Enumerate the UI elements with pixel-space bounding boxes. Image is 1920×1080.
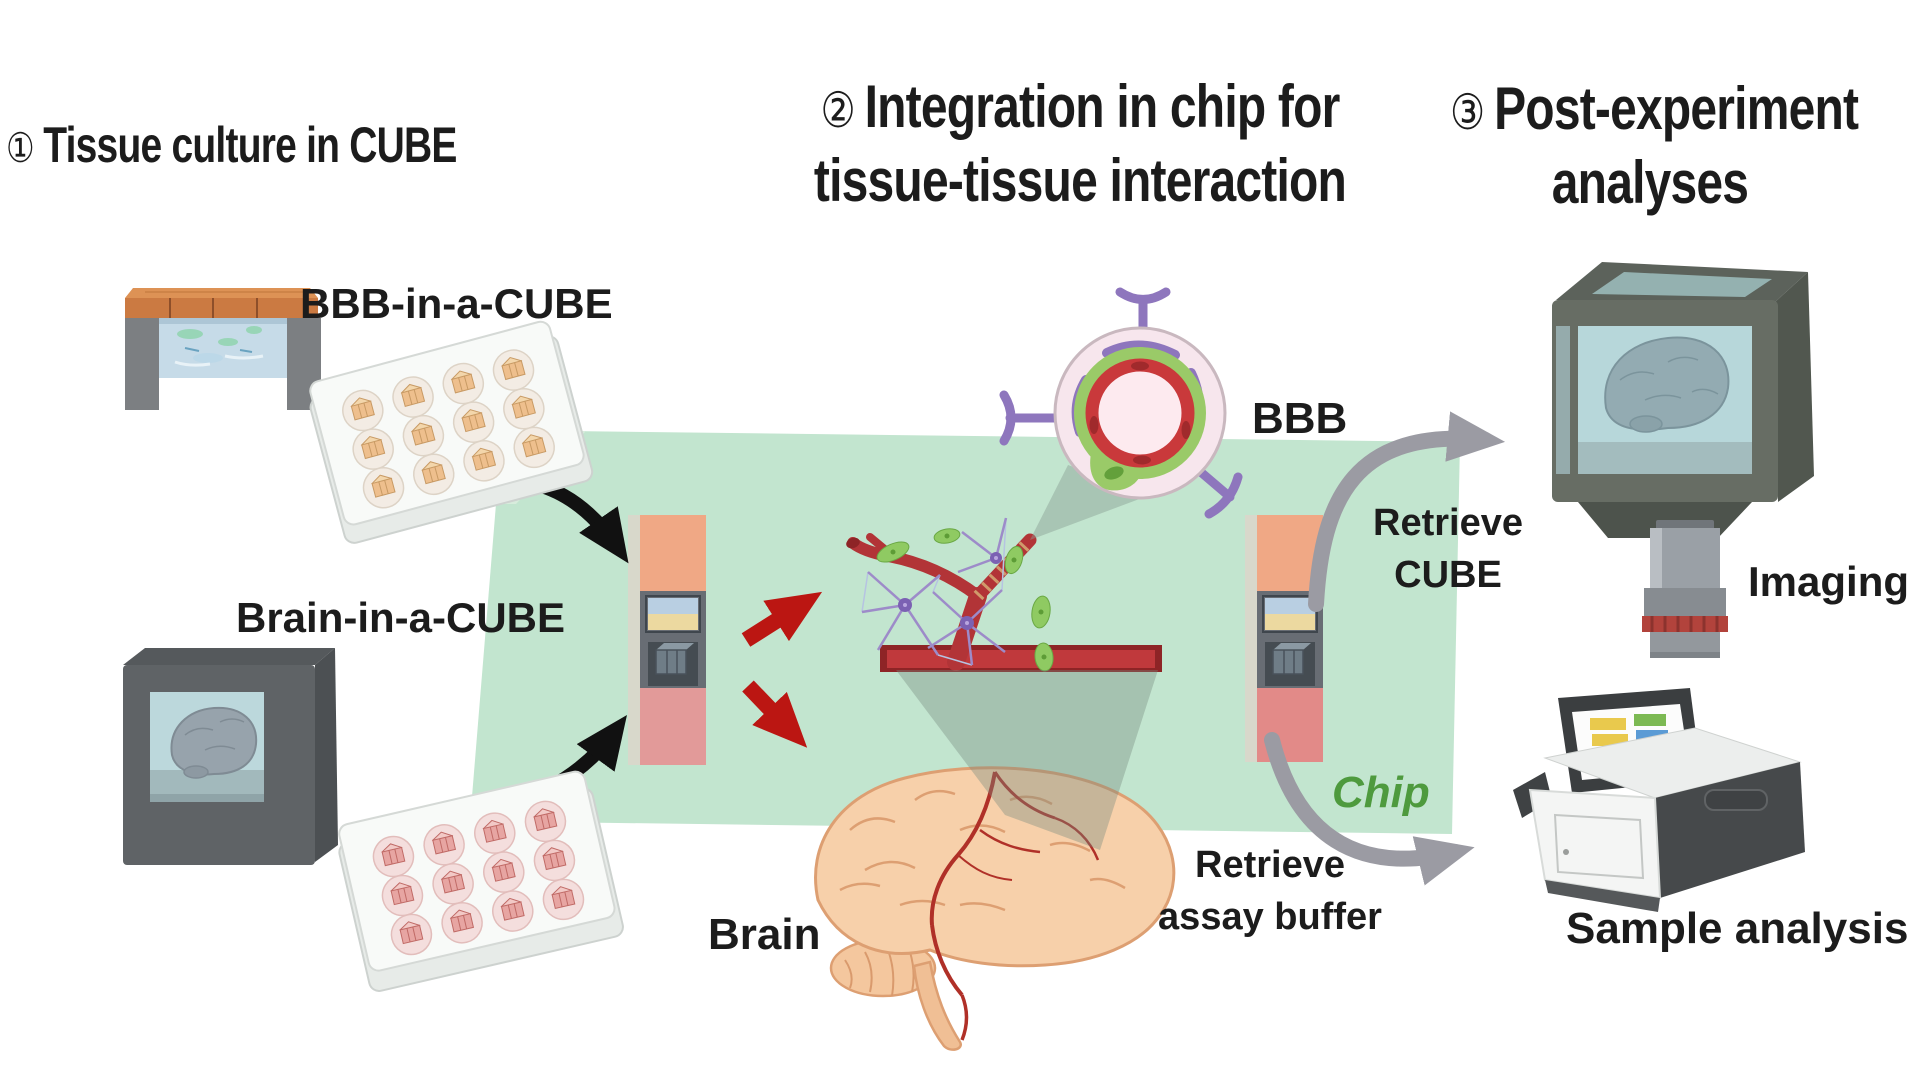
retrieve-cube-label-line1: Retrieve (1373, 502, 1523, 544)
brain-gyri-icon (839, 789, 1126, 912)
retrieve-buffer-label-line1: Retrieve (1195, 844, 1345, 886)
neurite-web-icon (861, 517, 1007, 666)
imaging-label: Imaging (1748, 558, 1910, 605)
bbb-label: BBB (1252, 394, 1348, 443)
brain-vessels-icon (929, 771, 1100, 1041)
gray-retrieve-buffer-arrow (1264, 732, 1475, 886)
brain-label: Brain (708, 910, 821, 959)
gray-retrieve-cube-arrow (1308, 411, 1506, 612)
step3-number-icon: ③ (1450, 85, 1485, 140)
magnifier-cone-bbb (1030, 465, 1150, 540)
brain-illustration-icon (814, 766, 1176, 1051)
chip-inlet-left (628, 515, 706, 765)
microscope-objective-icon (1642, 520, 1728, 658)
brain-in-a-cube-label: Brain-in-a-CUBE (236, 594, 566, 641)
plate-reader-icon (1513, 688, 1805, 912)
step1-number-icon: ① (6, 125, 35, 171)
sample-analysis-label: Sample analysis (1566, 904, 1909, 953)
bbb-cross-section-icon (999, 287, 1243, 519)
red-integration-arrow-top (741, 591, 823, 647)
chip-label: Chip (1332, 768, 1430, 817)
bbb-well-plate-icon (309, 320, 594, 544)
retrieve-buffer-label-line2: assay buffer (1158, 896, 1382, 938)
brain-well-plate-icon (338, 770, 624, 992)
neurons-icon (861, 517, 1008, 666)
bbb-cube-device-icon (125, 288, 321, 410)
retrieved-cube-icon (1552, 262, 1814, 538)
chip-inlet-right (1245, 515, 1323, 762)
brain-cube-device-icon (123, 648, 338, 865)
red-integration-arrow-bottom (742, 680, 808, 748)
step2-number-icon: ② (820, 83, 856, 138)
bbb-in-a-cube-label: BBB-in-a-CUBE (300, 280, 613, 327)
neurovascular-unit-icon (846, 517, 1162, 672)
retrieve-cube-label-line2: CUBE (1394, 554, 1502, 596)
magnifier-cone-brain (896, 670, 1158, 850)
